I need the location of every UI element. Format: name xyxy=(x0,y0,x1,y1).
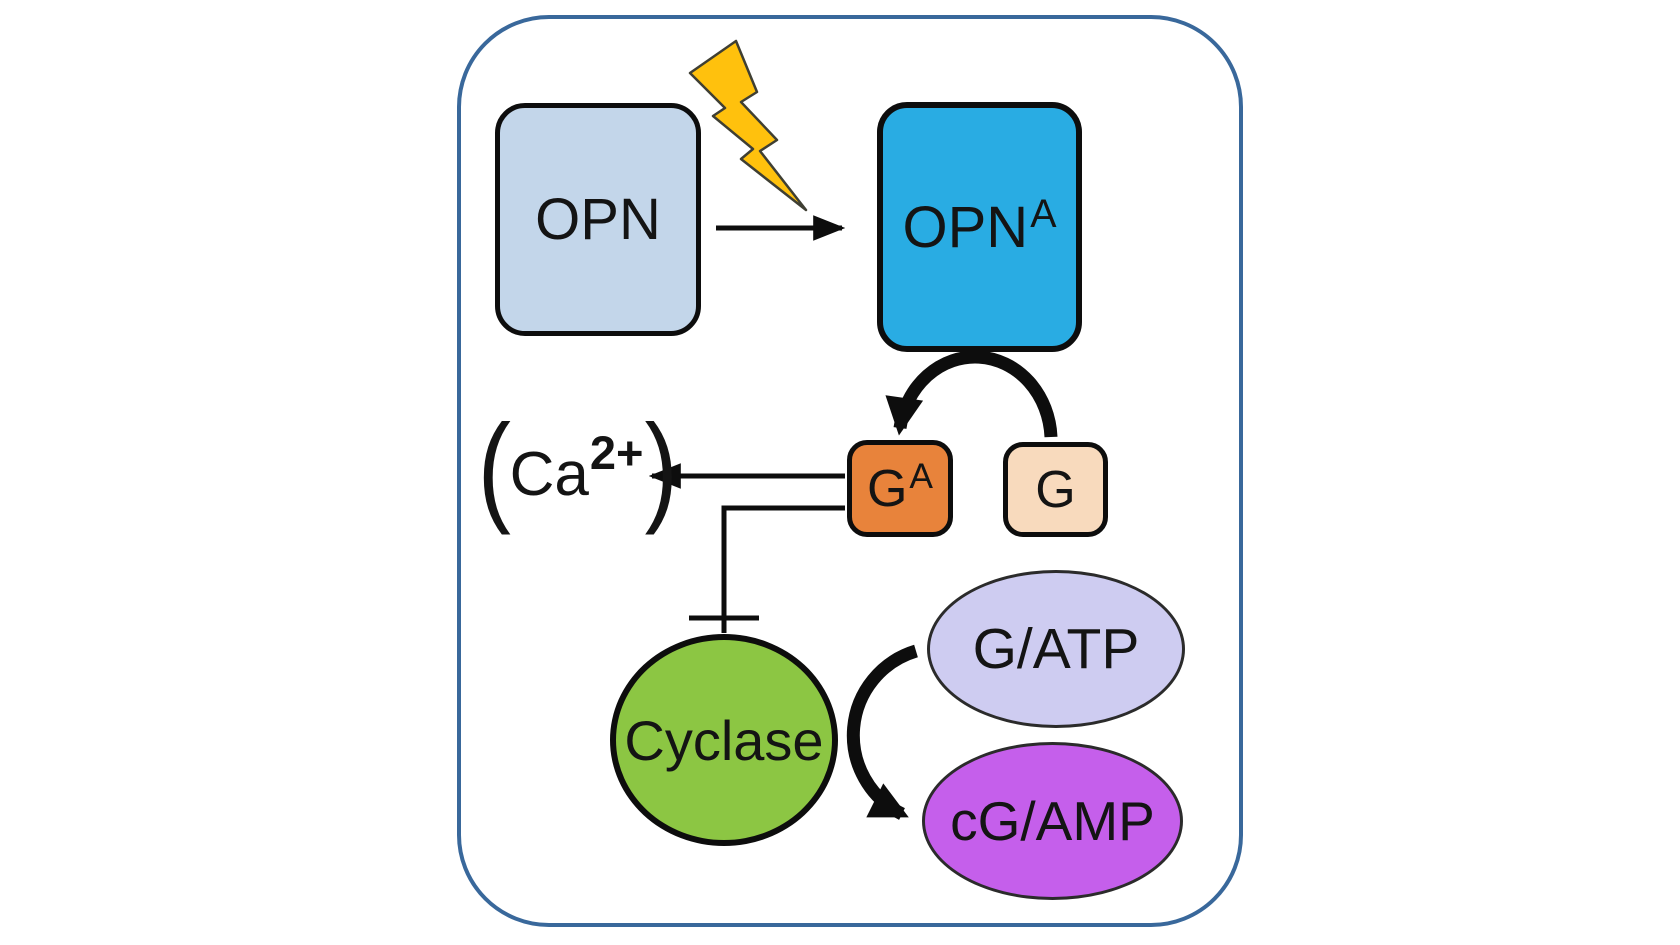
calcium-label: ( Ca 2+ ) xyxy=(477,399,678,536)
node-g: G xyxy=(1003,442,1108,537)
node-g-label: G xyxy=(1035,460,1076,519)
node-opn-active: OPNA xyxy=(877,102,1082,352)
node-opn-active-label: OPNA xyxy=(902,191,1057,260)
node-cgamp: cG/AMP xyxy=(922,742,1183,900)
node-gatp: G/ATP xyxy=(927,570,1185,728)
node-cgamp-label: cG/AMP xyxy=(950,790,1155,852)
calcium-charge-superscript: 2+ xyxy=(589,425,644,479)
node-cyclase-label: Cyclase xyxy=(624,708,824,772)
node-opn-active-superscript: A xyxy=(1030,191,1057,236)
node-opn-label: OPN xyxy=(535,187,661,252)
node-g-active-superscript: A xyxy=(909,456,934,496)
calcium-bracket-left: ( xyxy=(477,399,511,536)
node-cyclase: Cyclase xyxy=(610,634,838,846)
node-opn: OPN xyxy=(495,103,701,336)
node-g-active: GA xyxy=(847,440,953,537)
calcium-bracket-right: ) xyxy=(644,399,678,536)
calcium-symbol: Ca xyxy=(509,439,589,509)
node-gatp-label: G/ATP xyxy=(972,617,1140,681)
node-g-active-label: GA xyxy=(866,456,934,518)
